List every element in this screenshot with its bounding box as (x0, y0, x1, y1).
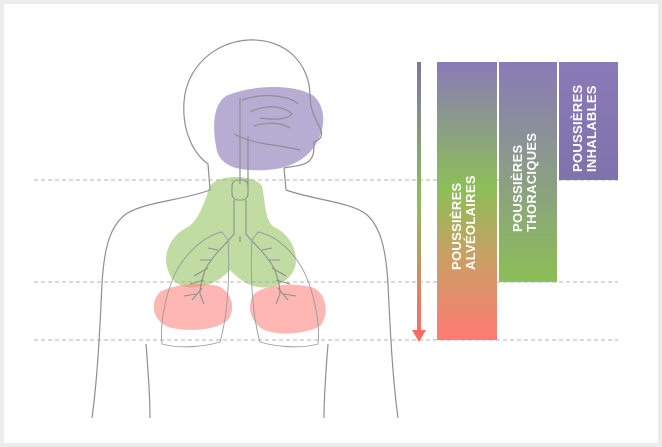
upper-airway-region (214, 87, 323, 170)
alveolaires-label: POUSSIÈRES ALVÉOLAIRES (450, 160, 478, 270)
inhalables-label: POUSSIÈRES INHALABLES (571, 68, 599, 172)
right-alveolar-region (250, 285, 326, 334)
thoraciques-label: POUSSIÈRES THORACIQUES (511, 120, 539, 232)
penetration-arrow (412, 62, 426, 342)
diagram-frame: POUSSIÈRES ALVÉOLAIRES POUSSIÈRES THORAC… (4, 4, 658, 443)
left-alveolar-region (154, 284, 232, 330)
respiratory-dust-diagram (4, 4, 658, 443)
